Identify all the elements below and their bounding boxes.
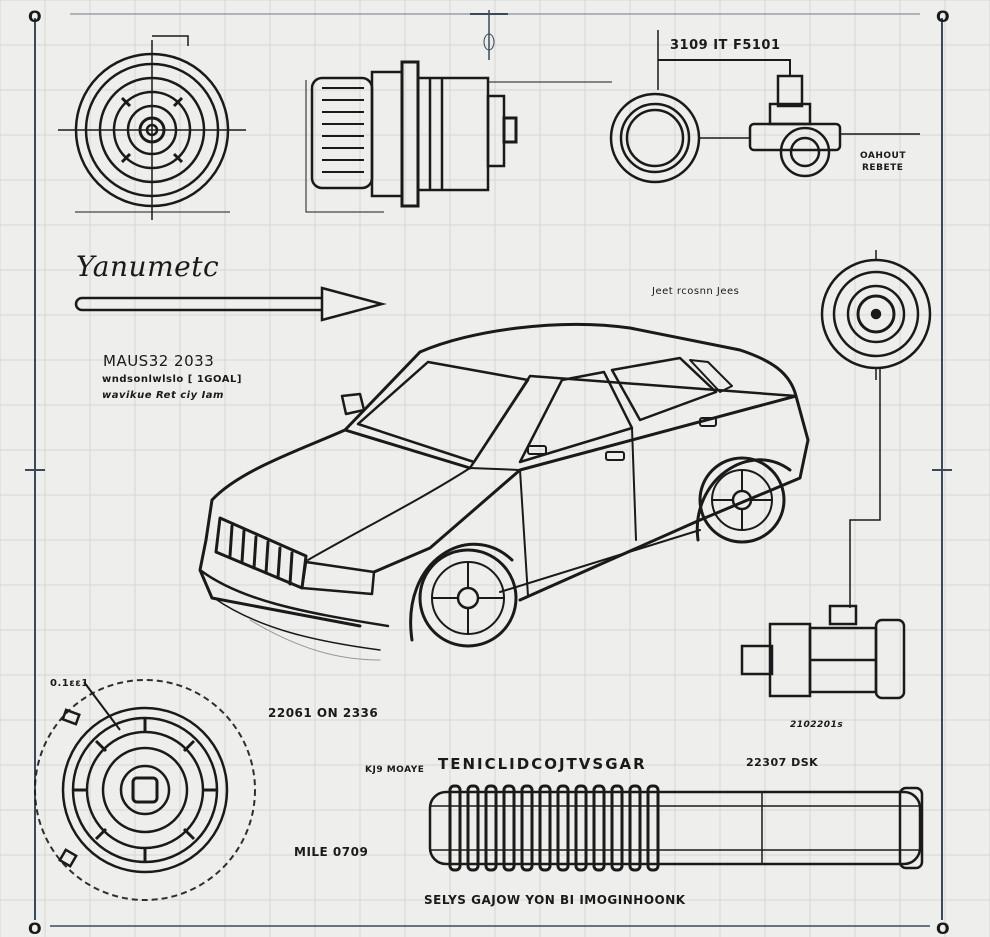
tube-rib xyxy=(520,784,534,872)
right-top-callout-line-2: REBETE xyxy=(862,163,904,173)
left-note: KJ9 MOAYE xyxy=(365,765,425,775)
model-line-3: wavikue Ret ciy Iam xyxy=(102,390,224,401)
tube-rib xyxy=(646,784,660,872)
tube-rib xyxy=(484,784,498,872)
dimension-label: 22061 ON 2336 xyxy=(268,706,379,720)
hub-bottom-left xyxy=(34,679,256,901)
right-arrow-icon xyxy=(74,286,387,322)
model-line-2: wndsonlwlslo [ 1GOAL] xyxy=(102,374,242,385)
mile-label: MILE 0709 xyxy=(294,845,369,859)
right-top-callout-line-1: OAHOUT xyxy=(860,151,907,161)
hub-right xyxy=(820,250,932,608)
tube-rib xyxy=(538,784,552,872)
tube-rib xyxy=(592,784,606,872)
footer-caption: SELYS GAJOW YON BI IMOGINHOONK xyxy=(424,893,686,907)
sheet-title-script: Yanumetc xyxy=(76,250,220,283)
tube-title: TENICLIDCOJTVSGAR xyxy=(438,755,647,773)
tube-rib xyxy=(574,784,588,872)
ribbed-tube xyxy=(428,784,924,872)
right-note: 22307 DSK xyxy=(746,756,819,769)
tube-rib xyxy=(502,784,516,872)
assembly-top-right xyxy=(609,30,920,184)
tube-rib xyxy=(448,784,462,872)
model-title: MAUS32 2033 xyxy=(103,352,215,370)
corner-mark-tr: O xyxy=(936,7,950,26)
sedan-car xyxy=(198,322,810,661)
tube-rib xyxy=(556,784,570,872)
motor-note: 2102201s xyxy=(790,720,844,730)
wheel-callout: 0.1ɛɛ1 xyxy=(50,678,89,689)
corner-mark-br: O xyxy=(936,919,950,937)
motor-top-center xyxy=(305,60,612,213)
tube-rib xyxy=(466,784,480,872)
tube-rib xyxy=(610,784,624,872)
motor-right xyxy=(740,604,906,700)
top-callout-label: 3109 IT F5101 xyxy=(670,38,781,53)
corner-marks: O O O O xyxy=(28,7,950,937)
tube-rib xyxy=(628,784,642,872)
corner-mark-tl: O xyxy=(28,7,42,26)
hub-top-left xyxy=(58,35,246,220)
center-note: Jeet rcosnn Jees xyxy=(652,286,740,297)
sheet-frame xyxy=(25,10,952,927)
corner-mark-bl: O xyxy=(28,919,42,937)
